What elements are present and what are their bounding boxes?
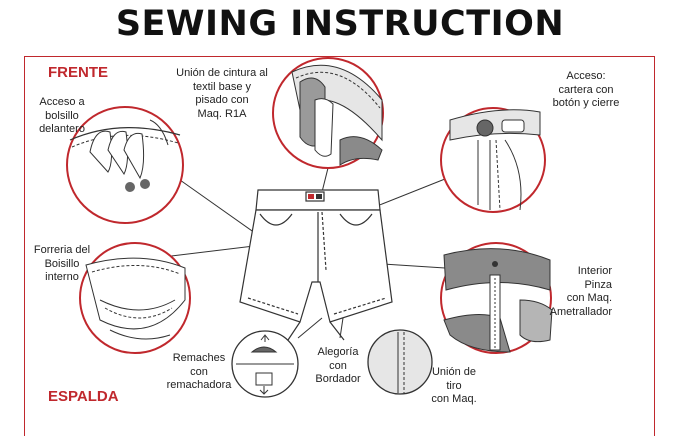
leader-lines	[121, 167, 456, 339]
callout-rise: Unión de tiro con Maq.	[431, 366, 477, 405]
callout-pocket-access: Acceso a bolsillo delantero	[39, 96, 85, 135]
detail-circle-interior	[440, 242, 553, 354]
callout-pocket-lining: Forreria del Boisillo interno	[33, 244, 91, 283]
page-title: SEWING INSTRUCTION	[115, 4, 565, 44]
detail-circle-pocket-access	[66, 106, 184, 224]
detail-circle-rivets	[231, 330, 299, 398]
callout-waistband: Unión de cintura al textil base y pisado…	[176, 67, 268, 120]
detail-circle-access	[440, 107, 546, 213]
callout-embroidery: Alegoría con Bordador	[315, 346, 361, 385]
callout-access: Acceso: cartera con botón y cierre	[552, 70, 620, 109]
detail-circle-pocket-lining	[79, 242, 191, 354]
callout-interior: Interior Pinza con Maq. Ametrallador	[549, 265, 612, 318]
section-back-label: ESPALDA	[48, 388, 119, 405]
detail-circle-waistband	[272, 57, 384, 169]
callout-rivets: Remaches con remachadora	[166, 352, 232, 391]
instruction-frame	[24, 56, 655, 436]
section-front-label: FRENTE	[48, 64, 108, 81]
sewing-diagram	[66, 57, 553, 398]
detail-circle-rise	[367, 329, 433, 395]
shorts-illustration	[239, 189, 393, 341]
